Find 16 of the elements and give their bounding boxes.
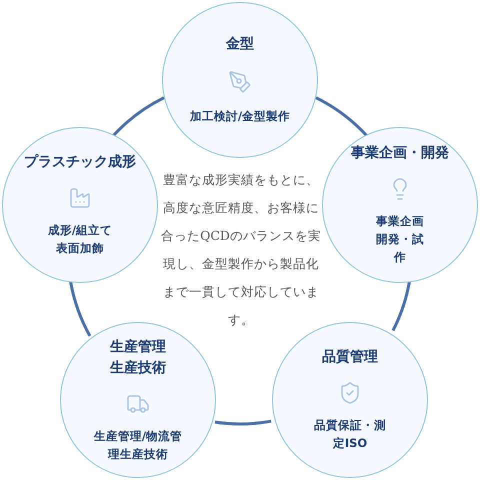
description-text: 豊富な成形実績をもとに、高度な意匠精度、お客様に合ったQCDのバランスを実現し、金型製作から製品化まで一貫して対応しています。 [160, 171, 322, 329]
ring-connector [315, 96, 368, 137]
circle-description: 品質保証・測定ISO [313, 417, 387, 452]
circle-title: 品質管理 [322, 348, 378, 368]
ring-connector [112, 96, 165, 137]
circle-title: 生産管理生産技術 [108, 338, 167, 378]
ring-connector [214, 420, 272, 426]
ring-connector [392, 281, 411, 332]
ring-connector [69, 281, 92, 337]
circle-description: 事業企画開発・試作 [375, 213, 425, 266]
circle-title: プラスチック成形 [24, 153, 136, 172]
circle-description: 加工検討/金型製作 [190, 108, 290, 125]
circle-description: 成形/組立て表面加飾 [47, 222, 113, 257]
circle-title: 事業企画・開発 [351, 144, 449, 164]
circle-description: 生産管理/物流管理生産技術 [92, 428, 184, 463]
circle-title: 金型 [226, 35, 254, 54]
